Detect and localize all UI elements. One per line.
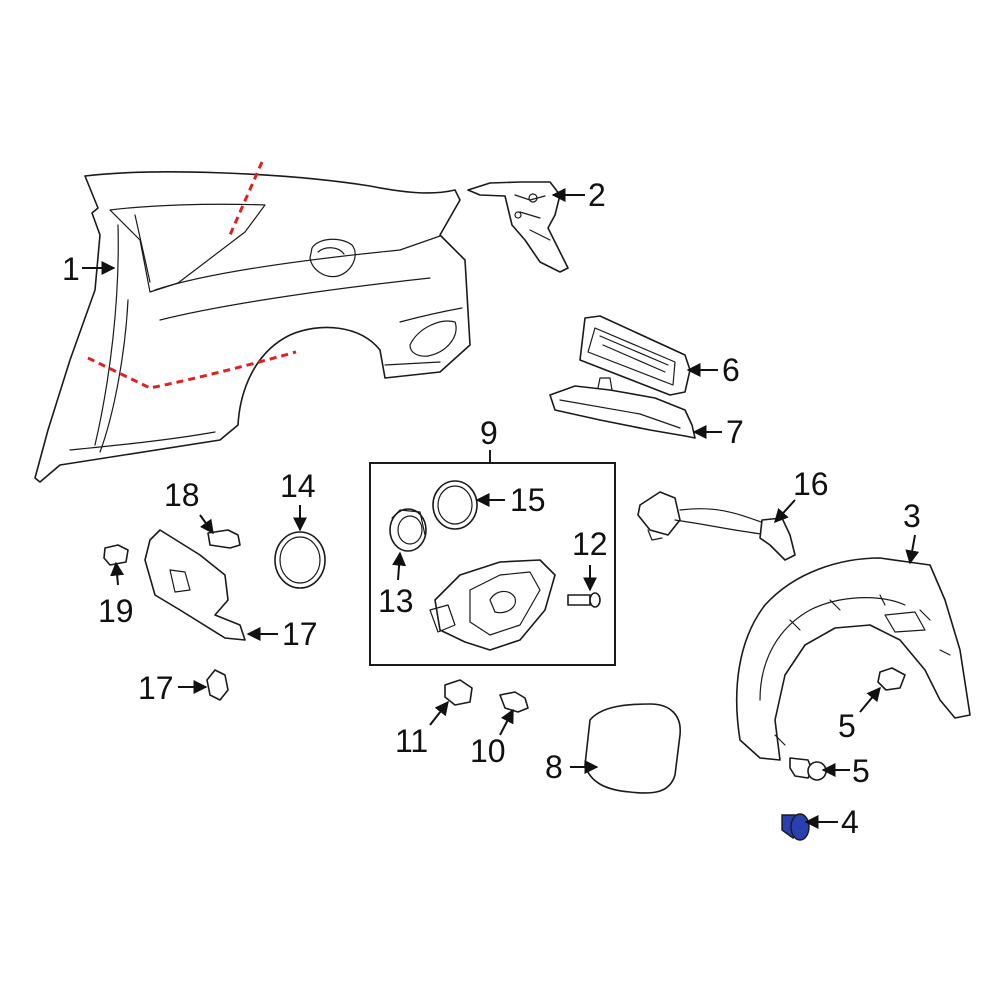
callout-5b: 5 [852, 753, 870, 789]
screw-part[interactable] [567, 592, 601, 608]
bolt-part[interactable] [499, 691, 529, 713]
callout-14: 14 [280, 468, 316, 504]
callout-11: 11 [395, 723, 428, 759]
cut-line-upper [228, 161, 264, 236]
clip-highlighted-part[interactable] [781, 813, 810, 841]
cut-line-lower [87, 350, 297, 390]
callout-4: 4 [841, 804, 859, 840]
callout-5a: 5 [838, 708, 856, 744]
callout-12: 12 [572, 526, 608, 562]
housing-ring-part[interactable] [389, 508, 427, 552]
callout-2: 2 [588, 177, 606, 213]
callout-6: 6 [722, 352, 740, 388]
callout-3: 3 [903, 498, 921, 534]
callout-9: 9 [480, 415, 498, 451]
callout-1: 1 [62, 251, 80, 287]
wheel-liner-part[interactable] [735, 557, 971, 761]
upper-bracket-part[interactable] [467, 181, 569, 273]
nut-part[interactable] [444, 679, 473, 706]
callout-8: 8 [545, 749, 563, 785]
bushing-part[interactable] [103, 544, 129, 566]
bolt-19-part[interactable] [207, 529, 241, 549]
callout-10: 10 [470, 733, 506, 769]
push-clip-part[interactable] [206, 669, 229, 701]
frame-part[interactable] [579, 315, 691, 396]
quarter-panel-part[interactable] [34, 171, 471, 483]
clip-upper-part[interactable] [877, 667, 906, 691]
release-cable-part[interactable] [637, 491, 796, 561]
side-bracket-part[interactable] [144, 529, 246, 641]
fuel-door-housing-part[interactable] [429, 559, 556, 651]
gasket-part[interactable] [274, 531, 326, 589]
clip-lower-part[interactable] [789, 757, 827, 781]
callout-7: 7 [726, 414, 744, 450]
seal-ring-part[interactable] [432, 480, 478, 530]
callout-16: 16 [793, 466, 829, 502]
callout-13: 13 [378, 583, 414, 619]
fuel-door-part[interactable] [584, 703, 681, 794]
callout-leaders [82, 188, 920, 829]
callout-15: 15 [510, 482, 546, 518]
assembly-box [369, 462, 616, 666]
